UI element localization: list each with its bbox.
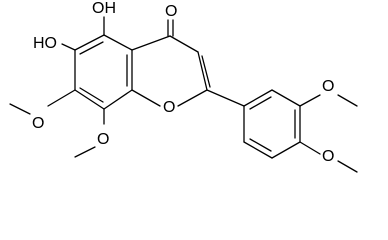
bond [299, 141, 321, 155]
bond [79, 87, 104, 103]
bond [197, 51, 208, 91]
bond [79, 41, 104, 55]
bond [206, 89, 245, 107]
bond [249, 138, 272, 152]
bond [201, 55, 211, 88]
bond [243, 141, 273, 159]
bond [74, 89, 105, 110]
bond [249, 96, 272, 110]
bond [131, 35, 171, 51]
bond [337, 94, 358, 107]
bond [47, 89, 76, 107]
bond [299, 94, 321, 107]
structure-diagram: OH HO O O O O O O [9, 0, 358, 173]
bond [61, 43, 76, 51]
bond [74, 34, 105, 51]
bond [271, 89, 301, 107]
bond [9, 103, 31, 115]
atom-label-o-c7: O [32, 115, 44, 132]
bond [243, 89, 273, 107]
atom-label-ring-o: O [163, 99, 175, 116]
molecule-svg: OH HO O O O O O O [9, 0, 358, 173]
bond [74, 146, 96, 158]
bond [103, 89, 133, 110]
atom-label-o-4prime: O [322, 148, 334, 165]
bonds [9, 16, 358, 173]
atom-label-o-c8: O [97, 131, 109, 148]
bond [169, 35, 199, 53]
atom-labels: OH HO O O O O O O [32, 0, 334, 165]
bond [177, 89, 208, 107]
atom-label-o-3prime: O [322, 78, 334, 95]
bond [131, 89, 161, 107]
atom-label-carbonyl-o: O [165, 3, 177, 20]
bond [103, 34, 133, 51]
bond [271, 141, 301, 159]
atom-label-oh-top: OH [92, 0, 116, 17]
bond [337, 160, 358, 173]
atom-label-oh-left: HO [33, 35, 57, 52]
